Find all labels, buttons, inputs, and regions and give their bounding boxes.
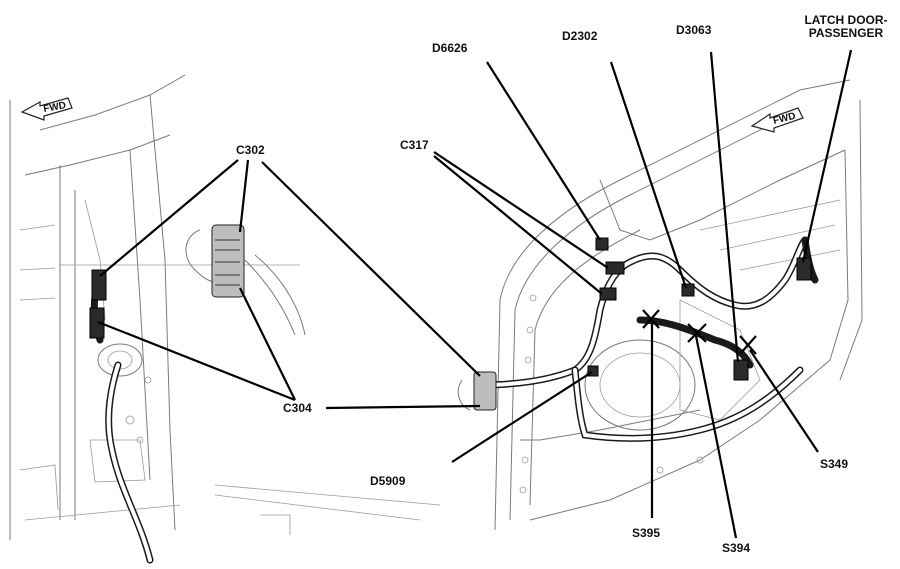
label-d5909: D5909 xyxy=(370,474,406,488)
leader-d3063 xyxy=(709,51,740,363)
leader-c317-b xyxy=(433,155,603,295)
label-s394: S394 xyxy=(722,541,751,555)
label-latch-line2: PASSENGER xyxy=(808,26,884,40)
c302-detail-artwork xyxy=(185,224,306,336)
body-pillar-artwork xyxy=(9,74,300,540)
fwd-arrow-left-label: FWD xyxy=(43,100,67,115)
c317-connector-lower xyxy=(599,287,617,301)
label-c304: C304 xyxy=(283,401,312,415)
label-c317: C317 xyxy=(400,138,429,152)
c302-connector-detail xyxy=(211,224,245,298)
label-latch-door-passenger: LATCH DOOR- PASSENGER xyxy=(796,14,896,40)
label-s349: S349 xyxy=(820,457,849,471)
door-artwork xyxy=(214,79,863,535)
label-latch-line1: LATCH DOOR- xyxy=(804,13,888,27)
leader-d6626 xyxy=(486,61,601,241)
leader-s349 xyxy=(749,349,819,453)
leader-c304-b xyxy=(239,287,296,401)
d2302-connector xyxy=(681,283,695,297)
leader-latch xyxy=(801,49,853,263)
s394-splice-mark xyxy=(687,323,707,343)
leader-c302-b xyxy=(238,159,250,233)
d6626-connector xyxy=(595,237,609,251)
leader-c302-c xyxy=(261,161,481,377)
leader-c302-a xyxy=(99,159,239,277)
s349-splice-mark xyxy=(739,335,757,355)
fwd-arrow-right-label: FWD xyxy=(772,111,797,127)
leader-c304-c xyxy=(325,404,481,410)
fwd-arrow-right: FWD xyxy=(750,107,804,133)
leader-c304-a xyxy=(97,320,296,402)
d5909-connector xyxy=(587,365,599,377)
c304-connector-detail xyxy=(473,371,497,411)
label-d3063: D3063 xyxy=(676,23,712,37)
leader-d2302 xyxy=(609,61,688,289)
leader-d5909 xyxy=(451,371,593,463)
label-s395: S395 xyxy=(632,526,661,540)
left-wiring-harness xyxy=(89,269,154,564)
c304-connector-left xyxy=(89,307,105,339)
label-c302: C302 xyxy=(236,143,265,157)
s395-splice-mark xyxy=(642,309,660,329)
c302-connector-left xyxy=(91,269,107,301)
fwd-arrow-left: FWD xyxy=(20,97,73,121)
leader-lines xyxy=(97,49,853,539)
d3063-connector xyxy=(733,359,749,381)
door-wiring-harness xyxy=(457,236,819,442)
label-d6626: D6626 xyxy=(432,41,468,55)
splice-markers xyxy=(642,309,757,355)
c317-connector-upper xyxy=(605,261,625,275)
label-d2302: D2302 xyxy=(562,29,598,43)
leader-c317-a xyxy=(433,151,609,269)
leader-s394 xyxy=(694,335,738,539)
